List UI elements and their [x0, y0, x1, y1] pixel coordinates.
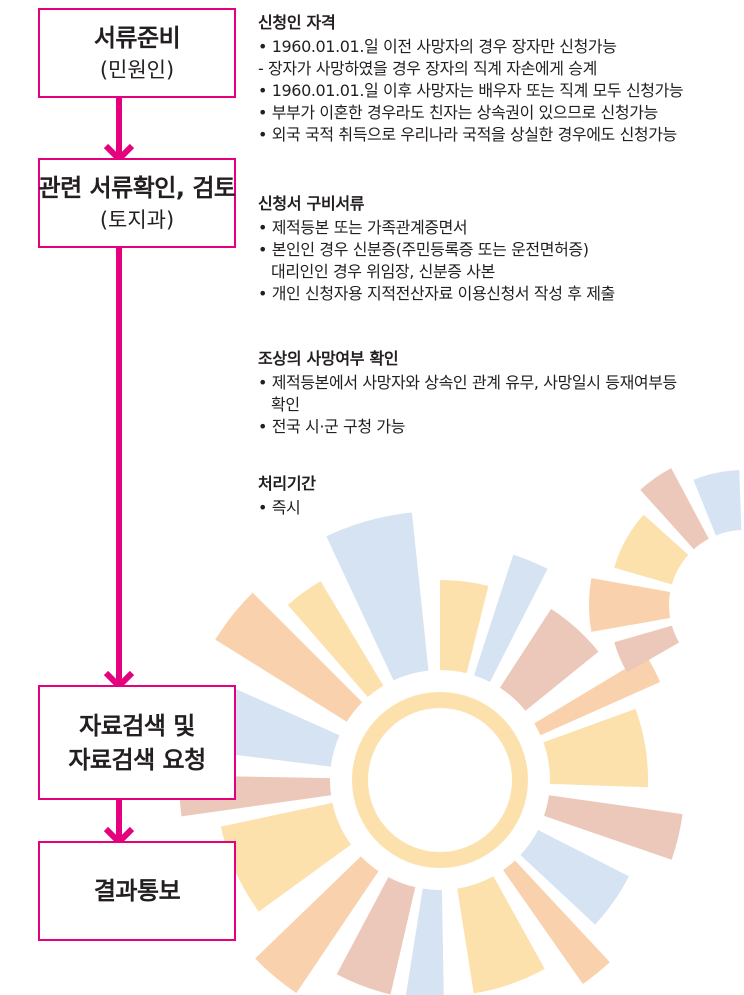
sunburst-ray	[640, 468, 709, 550]
sunburst-ray	[589, 578, 671, 632]
section-title: 처리기간	[258, 474, 316, 493]
list-item: • 1960.01.01.일 이전 사망자의 경우 장자만 신청가능	[258, 37, 617, 56]
section-processing-period: 처리기간 • 즉시	[258, 473, 316, 519]
sunburst-ray	[520, 829, 629, 925]
list-item: • 즉시	[258, 498, 301, 517]
list-item: • 전국 시·군 구청 가능	[258, 417, 406, 436]
section-applicant-qualification: 신청인 자격 • 1960.01.01.일 이전 사망자의 경우 장자만 신청가…	[258, 12, 684, 146]
sunburst-ray	[544, 795, 683, 860]
sunburst-ray	[405, 888, 444, 995]
sunburst-ray	[287, 581, 384, 697]
section-title: 신청서 구비서류	[258, 194, 365, 213]
list-item: 대리인인 경우 위임장, 신분증 사본	[271, 262, 495, 281]
list-item: • 제적등본 또는 가족관계증면서	[258, 218, 468, 237]
list-item: • 제적등본에서 사망자와 상속인 관계 유무, 사망일시 등재여부등	[258, 373, 677, 392]
list-item: • 개인 신청자용 지적전산자료 이용신청서 작성 후 제출	[258, 284, 615, 303]
section-title: 신청인 자격	[258, 13, 336, 32]
list-item: - 장자가 사망하였을 경우 장자의 직계 자손에게 승계	[258, 59, 597, 78]
section-required-documents: 신청서 구비서류 • 제적등본 또는 가족관계증면서 • 본인인 경우 신분증(…	[258, 193, 615, 305]
sunburst-ray	[255, 856, 379, 994]
sunburst-ray	[440, 580, 489, 674]
sunburst-ring	[352, 692, 528, 868]
list-item: • 1960.01.01.일 이후 사망자는 배우자 또는 직계 모두 신청가능	[258, 81, 684, 100]
sunburst-ray	[473, 554, 548, 682]
step-title-line-2: 자료검색 요청	[68, 745, 206, 774]
list-item: • 부부가 이혼한 경우라도 친자는 상속권이 있으므로 신청가능	[258, 103, 658, 122]
step-data-search: 자료검색 및 자료검색 요청	[38, 685, 236, 800]
sunburst-ray	[336, 877, 416, 995]
sunburst-ray	[503, 860, 610, 984]
sunburst-ray	[457, 876, 545, 994]
sunburst-ray	[220, 802, 352, 912]
sunburst-ray	[543, 708, 649, 788]
sunburst-ray	[534, 655, 661, 736]
step-title: 서류준비	[93, 24, 181, 52]
step-document-review: 관련 서류확인, 검토 (토지과)	[38, 158, 236, 248]
section-title: 조상의 사망여부 확인	[258, 349, 399, 368]
section-death-check: 조상의 사망여부 확인 • 제적등본에서 사망자와 상속인 관계 유무, 사망일…	[258, 348, 677, 438]
step-subtitle: (토지과)	[99, 208, 175, 232]
sunburst-ray	[693, 470, 742, 536]
sunburst-ray	[499, 608, 599, 711]
sunburst-ray	[614, 514, 689, 585]
list-item: • 외국 국적 취득으로 우리나라 국적을 상실한 경우에도 신청가능	[258, 125, 677, 144]
step-title: 관련 서류확인, 검토	[38, 174, 236, 202]
sunburst-ray	[215, 592, 363, 722]
list-item: • 본인인 경우 신분증(주민등록증 또는 운전면허증)	[258, 240, 589, 259]
list-item: 확인	[271, 395, 300, 414]
sunburst-ray	[614, 625, 680, 673]
step-subtitle: (민원인)	[99, 58, 175, 82]
step-title: 결과통보	[93, 877, 181, 905]
sunburst-large	[178, 512, 683, 995]
step-document-preparation: 서류준비 (민원인)	[38, 8, 236, 98]
step-result-notice: 결과통보	[38, 841, 236, 941]
sunburst-ray	[213, 687, 340, 767]
sunburst-ray	[326, 512, 429, 681]
step-title-line-1: 자료검색 및	[79, 711, 195, 740]
sunburst-small	[589, 468, 742, 673]
